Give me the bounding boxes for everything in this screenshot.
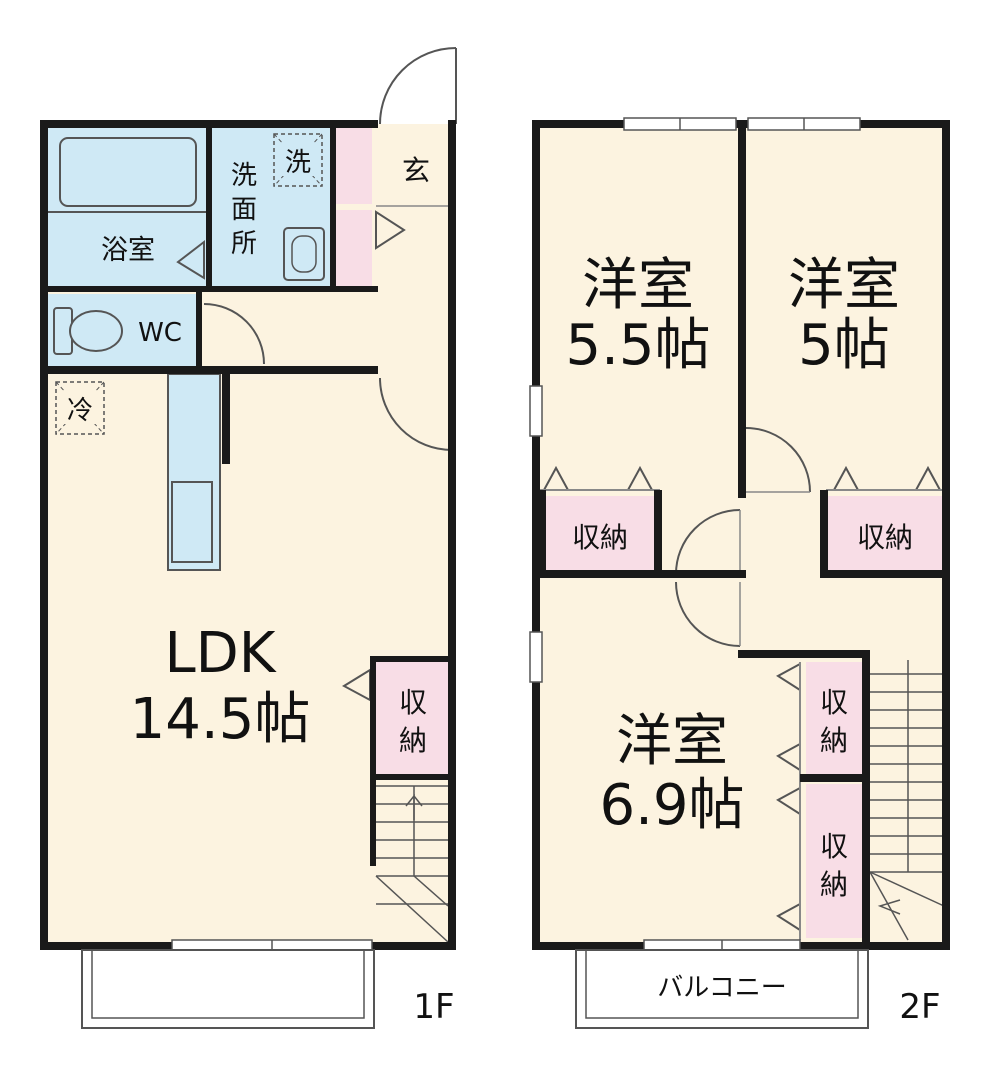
storage-b: [828, 496, 942, 570]
bath-door-icon: [176, 239, 205, 280]
wc-label: WC: [138, 318, 182, 348]
fridge-label: 冷: [67, 396, 93, 426]
entrance-door-icon: [375, 210, 406, 250]
west-side-window-upper: [529, 385, 543, 437]
east-closet-doors: [826, 465, 944, 491]
second-floor-stairs: [869, 660, 945, 941]
ldk-door-swing: [379, 377, 453, 451]
washroom-label-1: 洗: [231, 161, 257, 191]
storage-d-label-2: 納: [820, 868, 848, 901]
west-side-window-lower: [529, 631, 543, 683]
east-room-door-swing: [745, 427, 811, 493]
south-room-size: 6.9帖: [599, 773, 744, 838]
balcony-label: バルコニー: [657, 973, 786, 1003]
fridge-icon: [55, 381, 105, 435]
stairs-arrow-icon: [405, 793, 423, 820]
washroom-label-2: 面: [231, 195, 257, 225]
kitchen-sink-icon: [171, 481, 213, 563]
storage-d: [806, 784, 862, 938]
first-floor-balcony: [81, 949, 375, 1029]
toilet-bowl-icon: [69, 310, 123, 352]
washing-machine-icon: [273, 133, 323, 187]
first-floor-stairs: [375, 785, 449, 943]
bathroom-label: 浴室: [101, 235, 155, 266]
shoe-storage-upper: [336, 128, 372, 204]
stairs-arrow-2f-icon: [877, 899, 901, 915]
storage-b-label: 収納: [857, 521, 913, 554]
east-room-size: 5帖: [798, 313, 890, 378]
first-floor: 浴室 洗 面 所 洗 玄 WC 冷: [40, 47, 457, 1029]
shoe-storage-lower: [336, 210, 372, 286]
south-closet-doors: [776, 662, 801, 940]
west-room-door-swing: [675, 509, 741, 575]
storage-a-label: 収納: [572, 521, 628, 554]
second-floor-label: 2F: [899, 987, 940, 1027]
ldk-storage: [376, 662, 448, 774]
first-floor-label: 1F: [413, 987, 454, 1027]
east-room-name: 洋室: [788, 253, 900, 318]
west-room-name: 洋室: [582, 253, 694, 318]
wc-door-swing: [203, 303, 265, 365]
storage-c: [806, 662, 862, 774]
south-room-door-swing: [675, 581, 741, 647]
south-room-name: 洋室: [616, 709, 728, 774]
front-door-swing: [379, 47, 457, 125]
storage-c-label-2: 納: [820, 724, 848, 757]
west-closet-doors: [540, 465, 660, 491]
ldk-name: LDK: [164, 621, 276, 686]
storage-d-label-1: 収: [820, 830, 848, 863]
ldk-storage-label-1: 収: [399, 686, 427, 719]
ldk-storage-label-2: 納: [399, 724, 427, 757]
storage-c-label-1: 収: [820, 686, 848, 719]
bathtub-icon: [59, 137, 197, 207]
ldk-size: 14.5帖: [130, 687, 311, 752]
west-room-size: 5.5帖: [565, 313, 710, 378]
washroom-label-3: 所: [231, 229, 257, 259]
entrance-label: 玄: [402, 154, 430, 187]
washer-label: 洗: [285, 148, 311, 178]
second-floor: 洋室 5.5帖 洋室 5帖 収納 収納 洋室 6.9帖: [529, 117, 950, 1029]
storage-a: [542, 496, 658, 570]
